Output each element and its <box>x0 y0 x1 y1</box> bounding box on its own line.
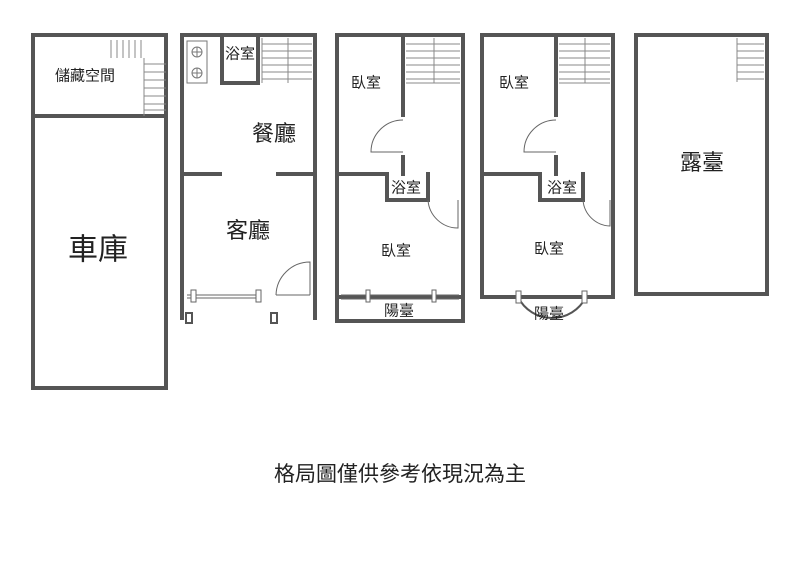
f4-bedroom-bottom-label: 臥室 <box>534 240 564 258</box>
f3-bath-label: 浴室 <box>391 179 421 197</box>
floor-5: 露臺 <box>634 33 769 296</box>
floor-4-curved-balcony <box>517 296 587 319</box>
garage-label: 車庫 <box>68 233 128 268</box>
floor-4-bath-door <box>582 199 611 227</box>
floor-4-outline <box>480 33 615 299</box>
terrace-label: 露臺 <box>680 151 724 176</box>
floor-4: 臥室 浴室 臥室 陽臺 <box>480 33 615 323</box>
f4-balcony-label: 陽臺 <box>534 305 564 323</box>
floor-3-stairs <box>406 38 460 84</box>
floor-4-bedroom-door <box>523 119 557 153</box>
floor-3-bath-door <box>427 199 459 229</box>
floor-3-bedroom-door <box>370 119 404 153</box>
f3-bedroom-bottom-label: 臥室 <box>381 242 411 260</box>
f4-balcony-post-right <box>581 290 588 304</box>
floor-4-stairs <box>559 38 610 84</box>
pillar-left <box>185 312 193 324</box>
f4-balcony-post-left <box>515 290 522 304</box>
floor-2-entry-door <box>275 261 311 296</box>
stove-icon <box>186 40 208 84</box>
f3-bedroom-top-label: 臥室 <box>351 74 381 92</box>
disclaimer-caption: 格局圖僅供參考依現況為主 <box>274 462 526 486</box>
f4-bath-label: 浴室 <box>547 179 577 197</box>
living-label: 客廳 <box>226 219 270 244</box>
floor-3-balcony-window <box>341 289 459 303</box>
dining-label: 餐廳 <box>252 122 296 147</box>
floor-5-stairs <box>736 38 764 82</box>
floor-5-outline <box>634 33 769 296</box>
f3-balcony-label: 陽臺 <box>384 302 414 320</box>
floor-2: 浴室 餐廳 客廳 <box>180 33 317 324</box>
floor-1: 儲藏空間 車庫 <box>31 33 168 390</box>
floor-1-outline <box>31 33 168 390</box>
pillar-right <box>270 312 278 324</box>
floor-1-stairs <box>110 40 166 116</box>
f4-bedroom-top-label: 臥室 <box>499 74 529 92</box>
f2-bath-label: 浴室 <box>225 45 255 63</box>
floor-3-outline <box>335 33 465 299</box>
floor-2-stairs <box>261 38 312 83</box>
storage-label: 儲藏空間 <box>55 67 115 85</box>
floor-3: 臥室 浴室 臥室 陽臺 <box>335 33 465 323</box>
floor-2-window <box>187 289 262 303</box>
